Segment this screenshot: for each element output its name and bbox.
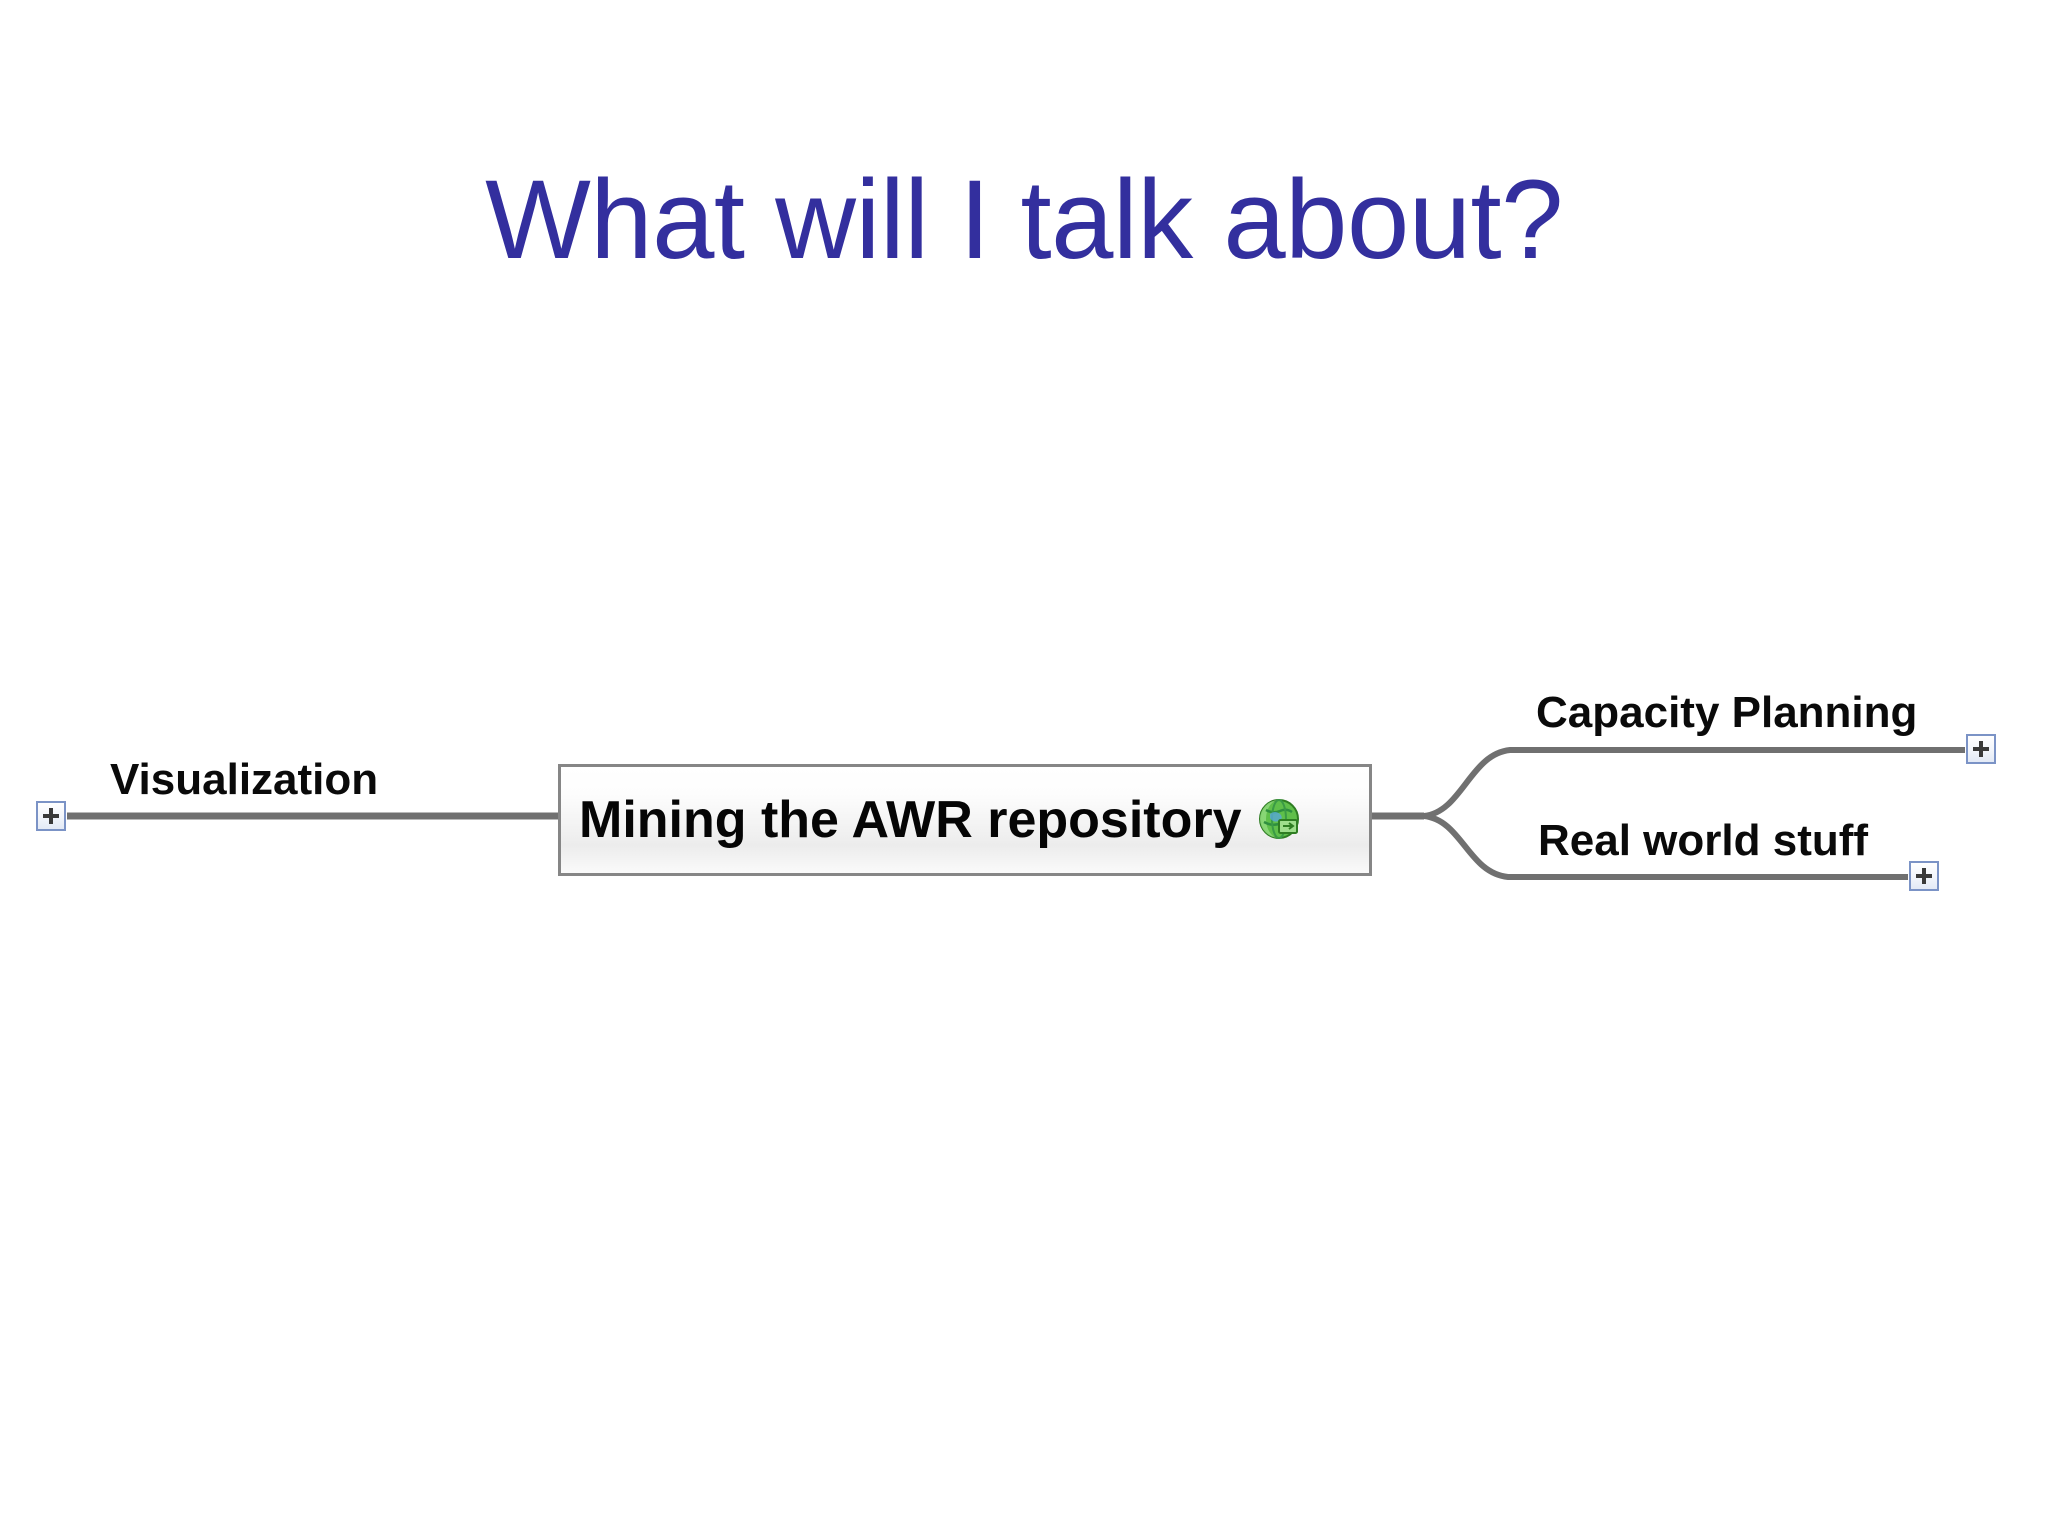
- edge-capacity-planning: [1423, 747, 1968, 819]
- branch-label-visualization[interactable]: Visualization: [110, 755, 379, 804]
- central-node[interactable]: Mining the AWR repository: [558, 764, 1372, 876]
- expand-toggle-visualization[interactable]: [36, 801, 66, 831]
- expand-toggle-real-world-stuff[interactable]: [1909, 861, 1939, 891]
- plus-icon: [1916, 868, 1932, 884]
- globe-hyperlink-icon[interactable]: [1258, 798, 1302, 842]
- plus-icon: [43, 808, 59, 824]
- page-title: What will I talk about?: [485, 157, 1563, 283]
- branch-label-real-world-stuff[interactable]: Real world stuff: [1538, 816, 1869, 865]
- plus-icon: [1973, 741, 1989, 757]
- expand-toggle-capacity-planning[interactable]: [1966, 734, 1996, 764]
- central-node-label: Mining the AWR repository: [579, 791, 1242, 849]
- branch-label-capacity-planning[interactable]: Capacity Planning: [1536, 688, 1918, 737]
